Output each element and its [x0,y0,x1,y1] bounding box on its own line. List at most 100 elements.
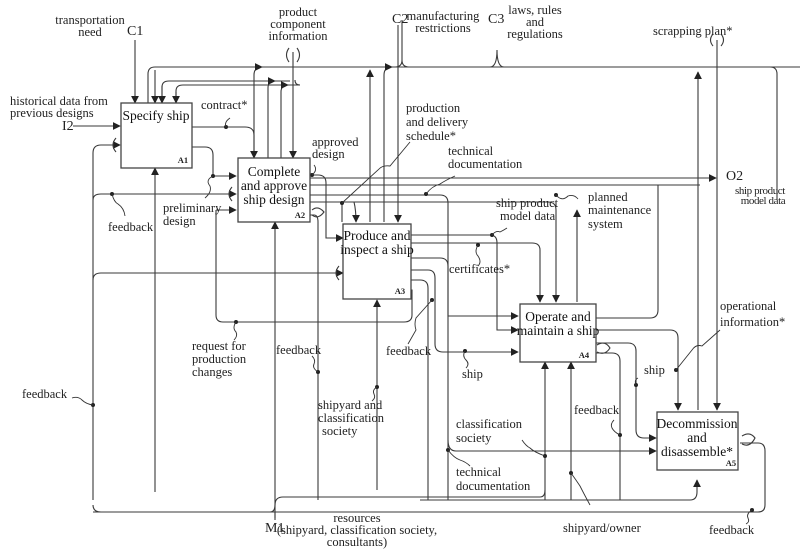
arrow-class-a5 [447,439,657,455]
label-feedback-a1: feedback [108,220,154,234]
label-ship-a3: ship [462,367,483,381]
activity-a4[interactable]: Operate and maintain a ship A4 [517,303,600,363]
label-tech-doc-bottom-1: technical [456,465,502,479]
i2-label-line2: previous designs [10,106,94,120]
label-schedule-1: production [406,101,461,115]
label-opinfo-1: operational [720,299,777,313]
arrow-m1-a5 [420,479,701,501]
o2-label-line2: model data [741,195,786,207]
c3-bus [155,20,778,200]
arrow-sched-a3 [351,201,360,223]
label-feedback-a4: feedback [574,403,620,417]
label-opinfo-2: information* [720,315,785,329]
label-request-1: request for [192,339,247,353]
c1-label-line1: transportation [55,13,125,27]
label-shipyard-class-1: shipyard and [318,398,383,412]
activity-a3-id: A3 [395,286,405,296]
activity-a4-line2: maintain a ship [517,323,600,338]
arrow-a3-ship [411,257,519,320]
c2-label-line2: restrictions [415,21,471,35]
arrow-ctrl-a1-3 [175,79,301,103]
arrow-labels: product component information scrapping … [22,5,785,537]
boundary-c1: transportation need C1 [55,13,143,39]
activity-a2[interactable]: Complete and approve ship design A2 [237,157,311,223]
activity-a3[interactable]: Produce and inspect a ship A3 [340,223,414,300]
label-product-component-info-1: product [279,5,318,19]
c3-label-line2: and [526,15,545,29]
c2-label-line1: manufacturing [407,9,481,23]
junction-dots [91,125,754,512]
arrow-feedback-a2 [92,190,237,201]
c3-brace [489,49,505,68]
label-shipyard-class-2: classification [318,411,385,425]
m1-bus [92,489,546,513]
activity-a5-line1: Decommission [657,416,738,431]
label-class-society-2: society [456,431,492,445]
arrow-c3-a2-2 [267,77,276,158]
label-schedule-3: schedule* [406,129,456,143]
o2-code: O2 [726,169,743,184]
m1-label-line1: resources [333,511,380,525]
c2-code: C2 [392,12,408,27]
c1-code: C1 [127,24,143,39]
label-spmd-1: ship product [496,196,559,210]
label-request-2: production [192,352,247,366]
arrow-a4-ship [595,342,657,442]
label-feedback-a2: feedback [276,343,322,357]
label-scrapping-plan: scrapping plan* [653,24,733,38]
boundary-o2: O2 ship product model data [726,169,786,207]
activity-a5[interactable]: Decommission and disassemble* A5 [656,411,739,471]
label-approved-design-2: design [312,147,345,161]
label-pms-3: system [588,217,623,231]
activity-a2-line3: ship design [243,192,304,207]
arrow-a1-prelim [192,146,237,180]
arrow-a2-feedback [310,214,319,500]
label-tech-doc-top-2: documentation [448,157,523,171]
arrow-a3-feedback [411,279,429,500]
activity-a3-line2: inspect a ship [340,242,414,257]
tunnel-markers [112,33,756,446]
m1-label-line2: (shipyard, classification society, [277,523,437,537]
arrow-c3-a1-1 [147,66,800,103]
label-certificates: certificates* [449,262,510,276]
label-class-society-1: classification [456,417,523,431]
label-spmd-2: model data [500,209,556,223]
activity-a5-line3: disassemble* [661,444,733,459]
activity-a5-id: A5 [726,458,736,468]
label-shipyard-owner: shipyard/owner [563,521,642,535]
label-product-component-info-2: component [270,17,326,31]
i2-label-line1: historical data from [10,94,108,108]
label-contract: contract* [201,98,248,112]
arrow-c3-a3 [383,63,393,222]
arrow-a5-feedback [93,442,766,513]
m1-label-line3: consultants) [327,535,387,549]
activity-a2-line2: and approve [241,178,307,193]
activity-a1-title: Specify ship [122,108,189,123]
activity-a2-line1: Complete [248,164,301,179]
boundary-c2: C2 manufacturing restrictions [392,9,480,35]
connectors [73,20,800,520]
activity-a4-line1: Operate and [525,309,591,324]
label-tech-doc-bottom-2: documentation [456,479,531,493]
arrow-a3-ship2 [411,269,519,356]
label-ship-a4: ship [644,363,665,377]
boundary-m1: M1 resources (shipyard, classification s… [265,511,437,549]
m1-code: M1 [265,521,284,536]
arrow-a2-a4 [310,201,560,303]
arrow-c3-a2-1 [253,63,263,158]
c3-code: C3 [488,12,504,27]
activity-a5-line2: and [687,430,707,445]
label-approved-design-1: approved [312,135,359,149]
activity-a1-id: A1 [178,155,188,165]
label-preliminary-design-2: design [163,214,196,228]
arrow-a4-opinfo [595,329,682,411]
activity-a1[interactable]: Specify ship A1 [120,102,193,169]
o2-label-line1: ship product [735,185,785,197]
activity-a2-id: A2 [295,210,305,220]
arrow-request-changes [215,210,413,323]
arrow-feedback-a1 [92,141,121,500]
c3-label-line1: laws, rules [508,3,562,17]
label-schedule-2: and delivery [406,115,469,129]
boundary-c3: C3 laws, rules and regulations [488,3,563,41]
arrow-feedback-a3 [92,269,344,281]
